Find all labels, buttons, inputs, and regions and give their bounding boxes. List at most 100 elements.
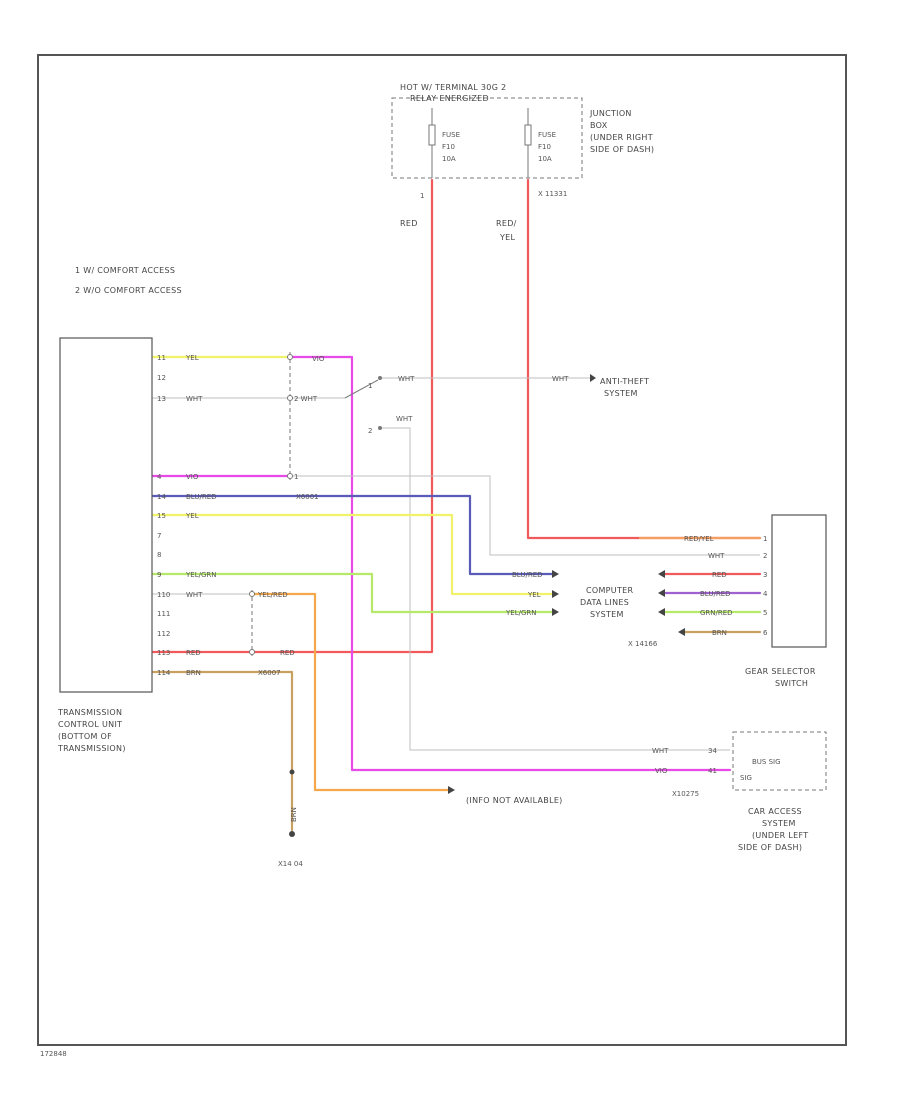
gear-pin: 3: [763, 571, 767, 579]
tcu-label-2: CONTROL UNIT: [58, 720, 122, 729]
wire-vio-main: [288, 355, 732, 772]
tcu-box: [59, 337, 153, 693]
arrow-icon: [658, 589, 665, 597]
tcu-wire-label: BLU/RED: [186, 493, 217, 501]
car-access-pin-2: 41: [708, 767, 717, 775]
cdl-label-3: SYSTEM: [590, 610, 624, 619]
cdl-label-2: DATA LINES: [580, 598, 629, 607]
switch-pos-1: 1: [368, 382, 372, 390]
switch-wht-2: WHT: [396, 415, 413, 423]
tcu-pin: 9: [157, 571, 161, 579]
gear-wire-label: GRN/RED: [700, 609, 733, 617]
tcu-pin: 111: [157, 610, 170, 618]
anti-theft-wire: WHT: [552, 375, 569, 383]
splice-dot: [287, 354, 293, 360]
gear-pin: 5: [763, 609, 767, 617]
tcu-wire-label: YEL: [185, 512, 199, 520]
cdl-wire-3: YEL/GRN: [505, 609, 536, 617]
wire-brn: [150, 670, 294, 832]
tcu-pin: 14: [157, 493, 166, 501]
wire-label-red-top: RED: [400, 219, 418, 228]
tcu-pin: 8: [157, 551, 161, 559]
fuse-left-l3: 10A: [442, 155, 456, 163]
splice-yel-red-label: YEL/RED: [257, 591, 288, 599]
arrow-icon: [552, 608, 559, 616]
fuse-left: FUSE F10 10A: [428, 108, 460, 178]
arrow-icon: [448, 786, 455, 794]
switch-wht-1: WHT: [398, 375, 415, 383]
tcu-label-3: (BOTTOM OF: [58, 732, 112, 741]
wire-yel-15: [150, 513, 554, 596]
gear-selector-box: [771, 514, 827, 648]
tcu-pin: 11: [157, 354, 166, 362]
wire-yel-red: [250, 592, 450, 792]
gear-selector-label-1: GEAR SELECTOR: [745, 667, 816, 676]
note-2: 2 W/O COMFORT ACCESS: [75, 286, 182, 295]
car-access-vio: VIO: [655, 767, 668, 775]
tcu-pin: 112: [157, 630, 170, 638]
wire-red-yel-power: [526, 178, 762, 540]
switch-pos-2: 2: [368, 427, 372, 435]
fuse-left-l1: FUSE: [442, 131, 460, 139]
arrow-icon: [552, 570, 559, 578]
fuse-pin-left: 1: [420, 192, 424, 200]
car-access-label-3: (UNDER LEFT: [752, 831, 808, 840]
fuse-right: FUSE F10 10A: [524, 108, 556, 178]
arrow-icon: [552, 590, 559, 598]
ground-wire-label: BRN: [290, 807, 298, 822]
fuse-left-l2: F10: [442, 143, 455, 151]
car-access-wht: WHT: [652, 747, 669, 755]
junction-label-2: BOX: [590, 121, 608, 130]
tcu-pin: 13: [157, 395, 166, 403]
gear-wire-label: BLU/RED: [700, 590, 731, 598]
ground-label: X14 04: [278, 860, 303, 868]
tcu-pin: 110: [157, 591, 170, 599]
tcu-pin: 113: [157, 649, 170, 657]
ground-dot: [289, 769, 295, 775]
splice-dot: [249, 591, 255, 597]
tcu-pin: 12: [157, 374, 166, 382]
fuse-right-l1: FUSE: [538, 131, 556, 139]
tcu-wire-label: WHT: [186, 591, 203, 599]
wire-label-red-yel-2: YEL: [499, 233, 516, 242]
tcu-wire-label: WHT: [186, 395, 203, 403]
cdl-connector: X 14166: [628, 640, 658, 648]
gear-selector-pins: RED/YEL 1 WHT 2 RED 3 BLU/RED 4 GRN/RED …: [684, 535, 768, 637]
splice-dot: [287, 473, 293, 479]
tcu-pin: 7: [157, 532, 161, 540]
gear-pin: 1: [763, 535, 767, 543]
fuse-right-l3: 10A: [538, 155, 552, 163]
junction-label-4: SIDE OF DASH): [590, 145, 654, 154]
fuse-right-l2: F10: [538, 143, 551, 151]
splice-one-label: 1: [294, 473, 298, 481]
junction-label-1: JUNCTION: [589, 109, 632, 118]
tcu-wire-label: BRN: [186, 669, 201, 677]
gear-wire-label: RED/YEL: [684, 535, 714, 543]
arrow-icon: [678, 628, 685, 636]
cdl-label-1: COMPUTER: [586, 586, 634, 595]
ground-icon: [289, 831, 295, 837]
tcu-label-1: TRANSMISSION: [57, 708, 122, 717]
diagram-frame: [37, 54, 847, 1046]
tcu-pin: 4: [157, 473, 162, 481]
gear-wire-label: WHT: [708, 552, 725, 560]
fuse-box-header-2: RELAY ENERGIZED: [410, 94, 489, 103]
fuse-box-header-1: HOT W/ TERMINAL 30G 2: [400, 83, 506, 92]
arrow-icon: [590, 374, 596, 382]
anti-theft-label-2: SYSTEM: [604, 389, 638, 398]
car-access-connector: X10275: [672, 790, 699, 798]
wire-wht-gear: [290, 475, 760, 556]
note-1: 1 W/ COMFORT ACCESS: [75, 266, 175, 275]
car-access-label-4: SIDE OF DASH): [738, 843, 802, 852]
gear-pin: 6: [763, 629, 768, 637]
arrow-icon: [658, 570, 665, 578]
fuse-pin-right: X 11331: [538, 190, 567, 198]
gear-pin: 4: [763, 590, 768, 598]
splice-dot: [287, 395, 293, 401]
splice-x6007: X6007: [258, 669, 281, 677]
junction-label-3: (UNDER RIGHT: [590, 133, 653, 142]
cdl-wire-1: BLU/RED: [512, 571, 543, 579]
wire-wht-car-access: [380, 427, 730, 751]
wire-red-power: [150, 178, 434, 654]
